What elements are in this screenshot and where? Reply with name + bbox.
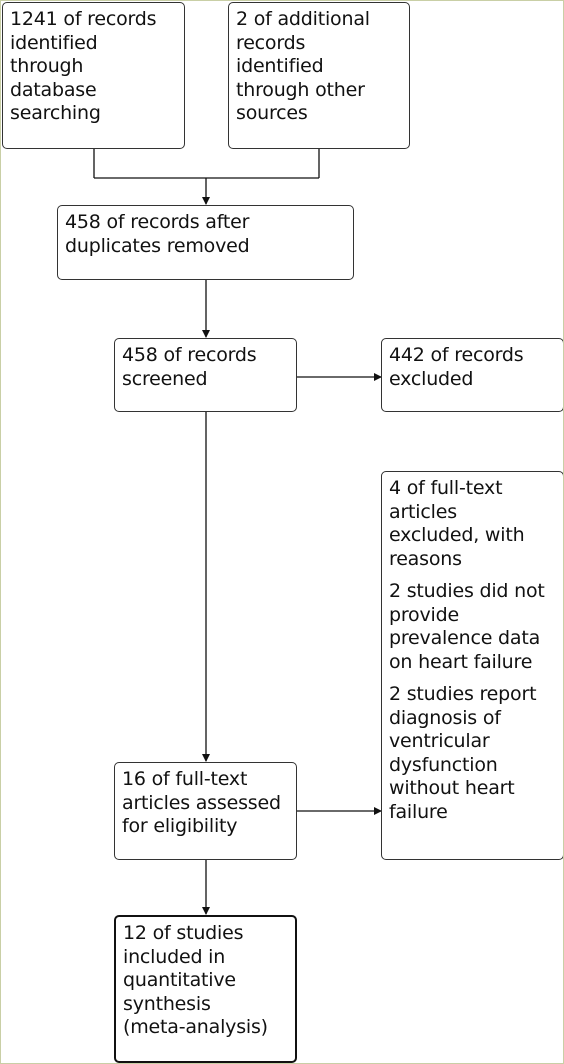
screened-text: 458 of records screened bbox=[122, 344, 257, 390]
fulltext-excluded-reason-1: 2 studies did not provide prevalence dat… bbox=[389, 580, 545, 673]
fulltext-excluded-box: 4 of full-text articles excluded, with r… bbox=[381, 471, 563, 860]
db-search-box: 1241 of records identified through datab… bbox=[2, 2, 185, 149]
other-sources-text: 2 of additional records identified throu… bbox=[236, 8, 370, 124]
included-text: 12 of studies included in quantitative s… bbox=[123, 922, 268, 1038]
after-duplicates-text: 458 of records after duplicates removed bbox=[65, 211, 250, 257]
included-box: 12 of studies included in quantitative s… bbox=[114, 915, 297, 1063]
after-duplicates-box: 458 of records after duplicates removed bbox=[57, 205, 354, 280]
fulltext-excluded-heading: 4 of full-text articles excluded, with r… bbox=[389, 477, 525, 570]
fulltext-excluded-reason-2: 2 studies report diagnosis of ventricula… bbox=[389, 683, 537, 823]
db-search-text: 1241 of records identified through datab… bbox=[10, 8, 157, 124]
excluded-box: 442 of records excluded bbox=[381, 338, 563, 412]
assessed-box: 16 of full-text articles assessed for el… bbox=[114, 762, 297, 860]
other-sources-box: 2 of additional records identified throu… bbox=[228, 2, 410, 149]
excluded-text: 442 of records excluded bbox=[389, 344, 524, 390]
screened-box: 458 of records screened bbox=[114, 338, 297, 412]
assessed-text: 16 of full-text articles assessed for el… bbox=[122, 768, 281, 837]
